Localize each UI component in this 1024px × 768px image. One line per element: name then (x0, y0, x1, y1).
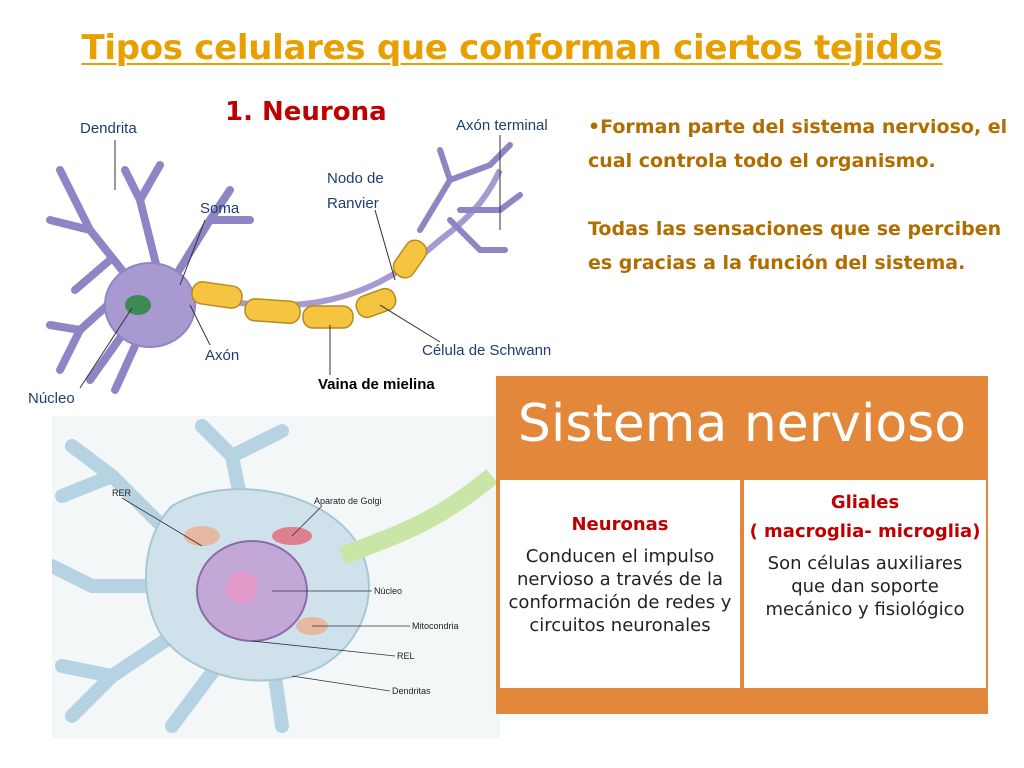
pointer-axon (189, 304, 211, 346)
pointer-golgi (291, 505, 323, 537)
sistema-nervioso-title: Sistema nervioso (517, 394, 967, 454)
pointer-rel (251, 640, 396, 657)
cell-label-dendritas: Dendritas (392, 686, 431, 696)
cell-label-nucleo: Núcleo (374, 586, 402, 596)
cell-label-golgi: Aparato de Golgi (314, 496, 382, 506)
label-nodo-1: Nodo de (327, 170, 384, 187)
myelin-sheath (191, 239, 428, 329)
label-dendrita: Dendrita (80, 120, 137, 137)
mitochondrion-1 (184, 526, 220, 546)
label-vaina: Vaina de mielina (318, 376, 435, 393)
pointer-rer (121, 497, 203, 547)
pointer-nodo (374, 209, 396, 281)
gliales-body: Son células auxiliares que dan soporte m… (765, 553, 965, 620)
pointer-soma (179, 219, 206, 286)
gliales-heading: Gliales (830, 492, 900, 513)
neuron-diagram (46, 135, 523, 394)
label-soma: Soma (200, 200, 240, 217)
pointer-nucleo (79, 307, 133, 389)
cell-label-mitocondria: Mitocondria (412, 621, 459, 631)
slide-title: Tipos celulares que conforman ciertos te… (81, 28, 943, 68)
label-nodo-2: Ranvier (327, 195, 379, 212)
cell-nucleolus (226, 572, 258, 604)
bullet-text-2: Todas las sensaciones que se perciben es… (588, 218, 1002, 274)
slide-subtitle: 1. Neurona (225, 97, 387, 127)
neuron-cell-illustration: RER Aparato de Golgi Núcleo Mitocondria … (52, 416, 500, 738)
pointer-dendritas (291, 675, 391, 692)
neuron-nucleus (125, 295, 151, 315)
pointer-schwann (379, 304, 441, 343)
cell-axon (338, 469, 498, 565)
gliales-column: Gliales ( macroglia- microglia) Son célu… (742, 478, 988, 690)
bullet-text-1: •Forman parte del sistema nervioso, el c… (588, 116, 1008, 172)
neuronas-body: Conducen el impulso nervioso a través de… (508, 546, 732, 636)
label-schwann: Célula de Schwann (422, 342, 552, 359)
neuronas-heading: Neuronas (571, 514, 669, 535)
axon-terminal-branches (417, 142, 523, 253)
neuronas-column: Neuronas Conducen el impulso nervioso a … (498, 478, 742, 690)
label-axon: Axón (205, 347, 240, 364)
axon-line (189, 168, 503, 309)
label-axon-terminal: Axón terminal (456, 117, 548, 134)
cell-label-rer: RER (112, 488, 132, 498)
label-nucleo: Núcleo (28, 390, 75, 407)
cell-label-rel: REL (397, 651, 415, 661)
gliales-subheading: ( macroglia- microglia) (749, 521, 981, 542)
